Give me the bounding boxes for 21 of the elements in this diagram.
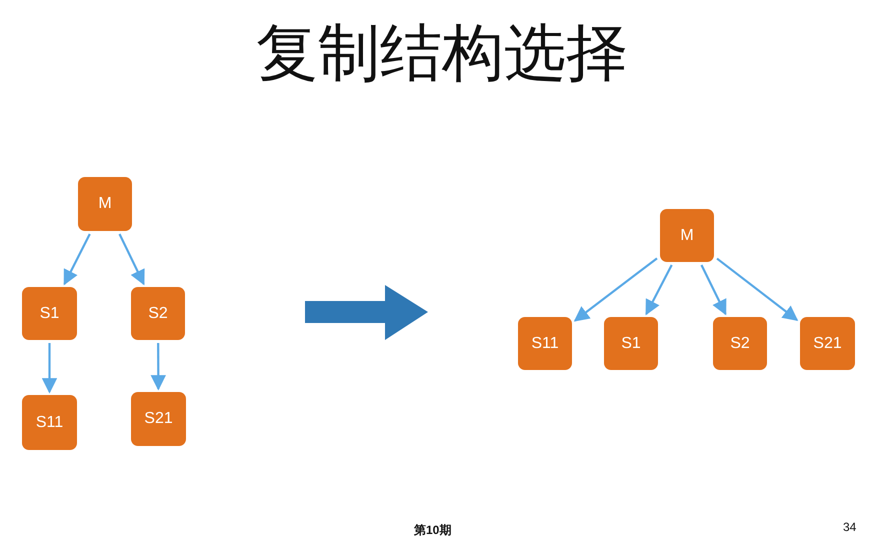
arrow [118,234,145,286]
issue-label: 第10期 [414,522,452,539]
node-box: S11 [22,395,77,450]
arrow [716,258,798,321]
node-box: S21 [131,392,186,446]
arrow [645,264,673,316]
arrow [150,343,166,391]
node-box: S11 [518,317,572,370]
node-box: S21 [800,317,855,370]
title: 复制结构选择 [255,18,629,90]
node-box: M [78,177,132,231]
node-box: S2 [713,317,767,370]
node-box: S2 [131,287,185,340]
node-box: M [660,209,714,262]
arrow [42,343,58,394]
arrow [574,257,658,322]
page-number: 34 [843,520,856,534]
arrow [63,234,91,286]
node-box: S1 [22,287,77,340]
node-box: S1 [604,317,658,370]
arrow [700,264,727,316]
